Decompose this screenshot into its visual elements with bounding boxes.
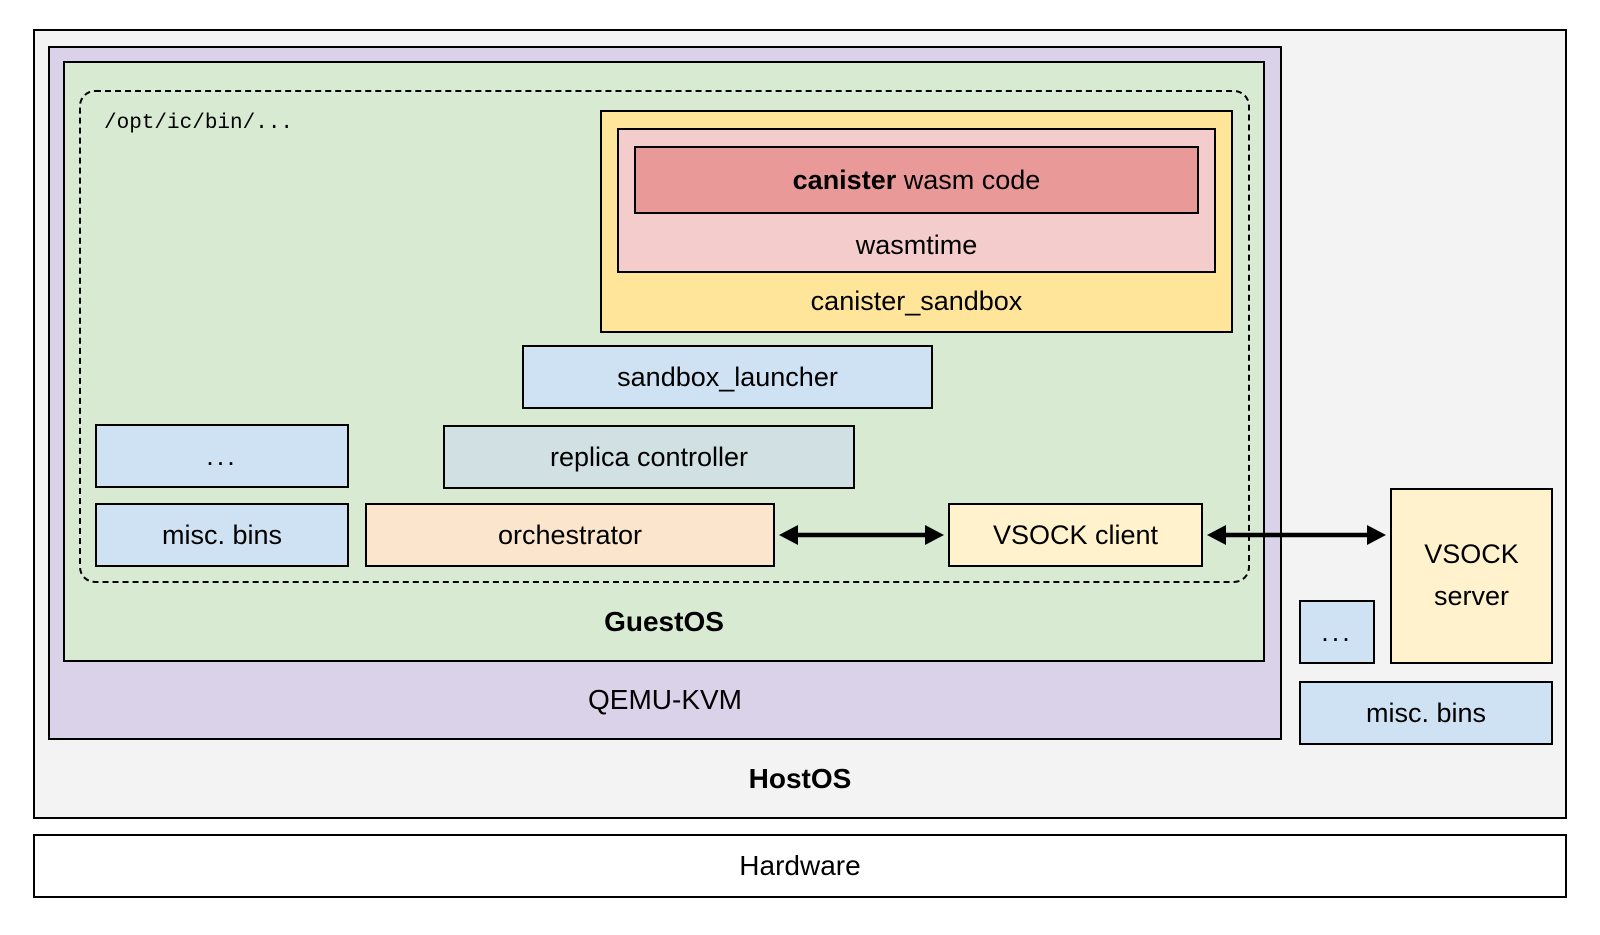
- hostos-label: HostOS: [748, 763, 852, 794]
- sandbox-launcher-label: sandbox_launcher: [617, 361, 838, 392]
- replica-controller-label: replica controller: [549, 441, 749, 472]
- vsock-server-label-line1: VSOCK: [1424, 539, 1519, 570]
- vsock-client-label: VSOCK client: [992, 519, 1159, 550]
- misc-bins-box-guest: misc. bins: [95, 503, 349, 567]
- misc-bins-label-host: misc. bins: [1365, 697, 1487, 728]
- ellipsis-label-host: ...: [1321, 616, 1353, 647]
- bin-path-label: /opt/ic/bin/...: [104, 112, 294, 135]
- wasmtime-label: wasmtime: [855, 230, 978, 260]
- canister-wasm-code-label-rest: wasm code: [903, 164, 1041, 195]
- guestos-label: GuestOS: [604, 606, 724, 637]
- ellipsis-label-guest: ...: [206, 440, 238, 471]
- vsock-server-box: VSOCK server: [1390, 488, 1553, 664]
- hardware-label: Hardware: [739, 850, 861, 881]
- hardware-layer: Hardware: [33, 834, 1567, 898]
- misc-bins-box-host: misc. bins: [1299, 681, 1553, 745]
- canister-wasm-code-label-bold: canister: [792, 164, 897, 195]
- canister-sandbox-label: canister_sandbox: [810, 286, 1023, 316]
- replica-controller-box: replica controller: [443, 425, 855, 489]
- vsock-server-label-line2: server: [1433, 581, 1509, 611]
- sandbox-launcher-box: sandbox_launcher: [522, 345, 933, 409]
- orchestrator-box: orchestrator: [365, 503, 775, 567]
- ellipsis-box-guest: ...: [95, 424, 349, 488]
- vsock-client-box: VSOCK client: [948, 503, 1203, 567]
- ellipsis-box-host: ...: [1299, 600, 1375, 664]
- canister-wasm-code-box: canister wasm code: [634, 146, 1199, 214]
- opt-ic-bin-group: [79, 90, 1250, 583]
- orchestrator-label: orchestrator: [497, 519, 643, 550]
- qemu-kvm-label: QEMU-KVM: [588, 684, 742, 715]
- misc-bins-label-guest: misc. bins: [161, 519, 283, 550]
